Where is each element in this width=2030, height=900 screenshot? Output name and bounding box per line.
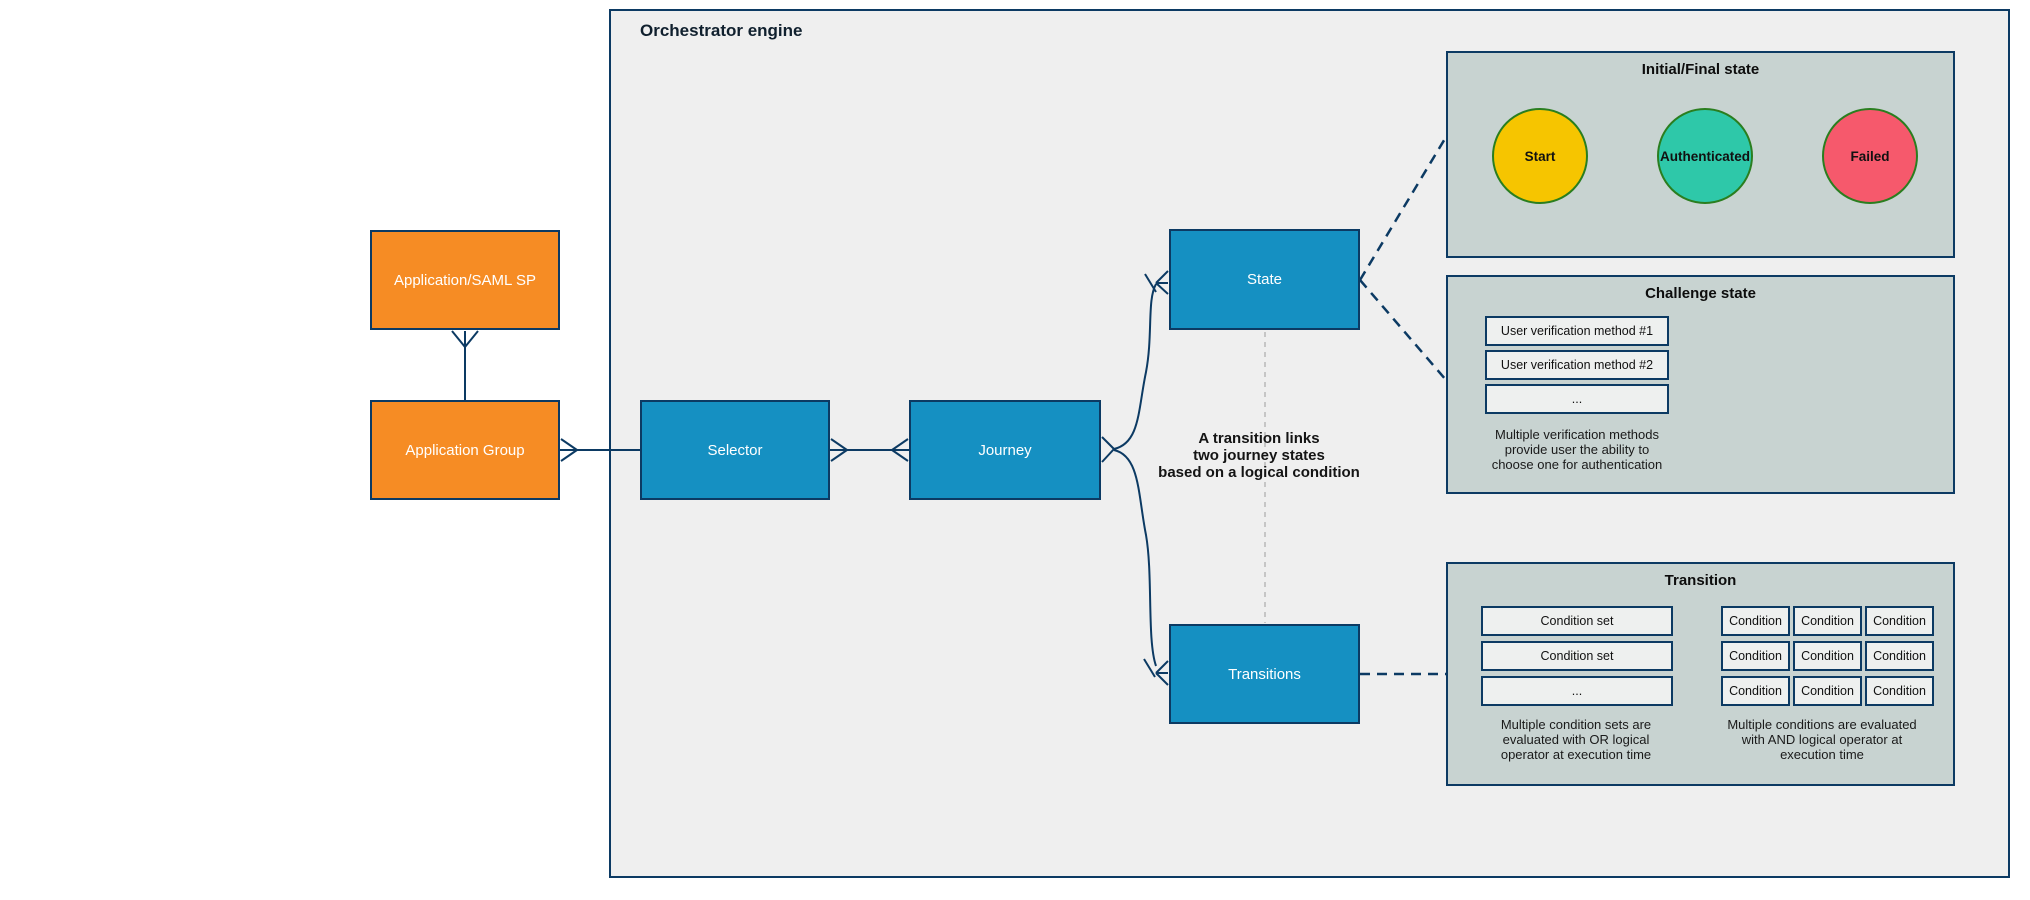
- condition-cell: Condition: [1721, 606, 1790, 636]
- annotation-line: two journey states: [1193, 447, 1325, 464]
- transition-annotation: A transition links two journey states ba…: [1129, 430, 1389, 481]
- node-selector-label: Selector: [707, 441, 763, 459]
- annotation-line: based on a logical condition: [1158, 464, 1360, 481]
- node-application-saml-sp-label: Application/SAML SP: [393, 271, 537, 289]
- condition-cell: Condition: [1721, 676, 1790, 706]
- node-application-group-label: Application Group: [405, 441, 525, 459]
- state-circle-failed-label: Failed: [1850, 148, 1890, 164]
- verification-method-slot: User verification method #1: [1485, 316, 1669, 346]
- state-circle-failed: Failed: [1822, 108, 1918, 204]
- node-application-saml-sp: Application/SAML SP: [370, 230, 560, 330]
- condition-set-slot: Condition set: [1481, 641, 1673, 671]
- panel-initial-final-title: Initial/Final state: [1641, 61, 1760, 78]
- panel-challenge-state: Challenge state User verification method…: [1446, 275, 1955, 494]
- state-circle-start-label: Start: [1524, 148, 1556, 164]
- node-transitions: Transitions: [1169, 624, 1360, 724]
- panel-transition: Transition Condition set Condition set .…: [1446, 562, 1955, 786]
- panel-transition-title: Transition: [1664, 572, 1737, 589]
- state-circle-authenticated-label: Authenticated: [1659, 148, 1750, 164]
- challenge-caption: Multiple verification methods provide us…: [1491, 427, 1663, 472]
- condition-set-slot: Condition set: [1481, 606, 1673, 636]
- condition-cell: Condition: [1865, 676, 1934, 706]
- condition-sets-caption: Multiple condition sets are evaluated wi…: [1500, 717, 1652, 762]
- annotation-line: A transition links: [1198, 430, 1320, 447]
- node-journey: Journey: [909, 400, 1101, 500]
- state-circle-authenticated: Authenticated: [1657, 108, 1753, 204]
- condition-cell: Condition: [1865, 606, 1934, 636]
- orchestrator-engine-title: Orchestrator engine: [640, 21, 803, 40]
- condition-cell: Condition: [1793, 641, 1862, 671]
- node-state: State: [1169, 229, 1360, 330]
- condition-cell: Condition: [1721, 641, 1790, 671]
- node-transitions-label: Transitions: [1228, 665, 1301, 683]
- condition-cell: Condition: [1793, 676, 1862, 706]
- verification-method-slot: ...: [1485, 384, 1669, 414]
- node-state-label: State: [1246, 271, 1283, 288]
- verification-method-slot: User verification method #2: [1485, 350, 1669, 380]
- node-journey-label: Journey: [978, 441, 1032, 459]
- panel-initial-final-state: Initial/Final state Start Authenticated …: [1446, 51, 1955, 258]
- panel-challenge-title: Challenge state: [1645, 285, 1756, 302]
- node-selector: Selector: [640, 400, 830, 500]
- condition-cell: Condition: [1793, 606, 1862, 636]
- condition-set-slot: ...: [1481, 676, 1673, 706]
- conditions-caption: Multiple conditions are evaluated with A…: [1727, 717, 1917, 762]
- state-circle-start: Start: [1492, 108, 1588, 204]
- node-application-group: Application Group: [370, 400, 560, 500]
- condition-cell: Condition: [1865, 641, 1934, 671]
